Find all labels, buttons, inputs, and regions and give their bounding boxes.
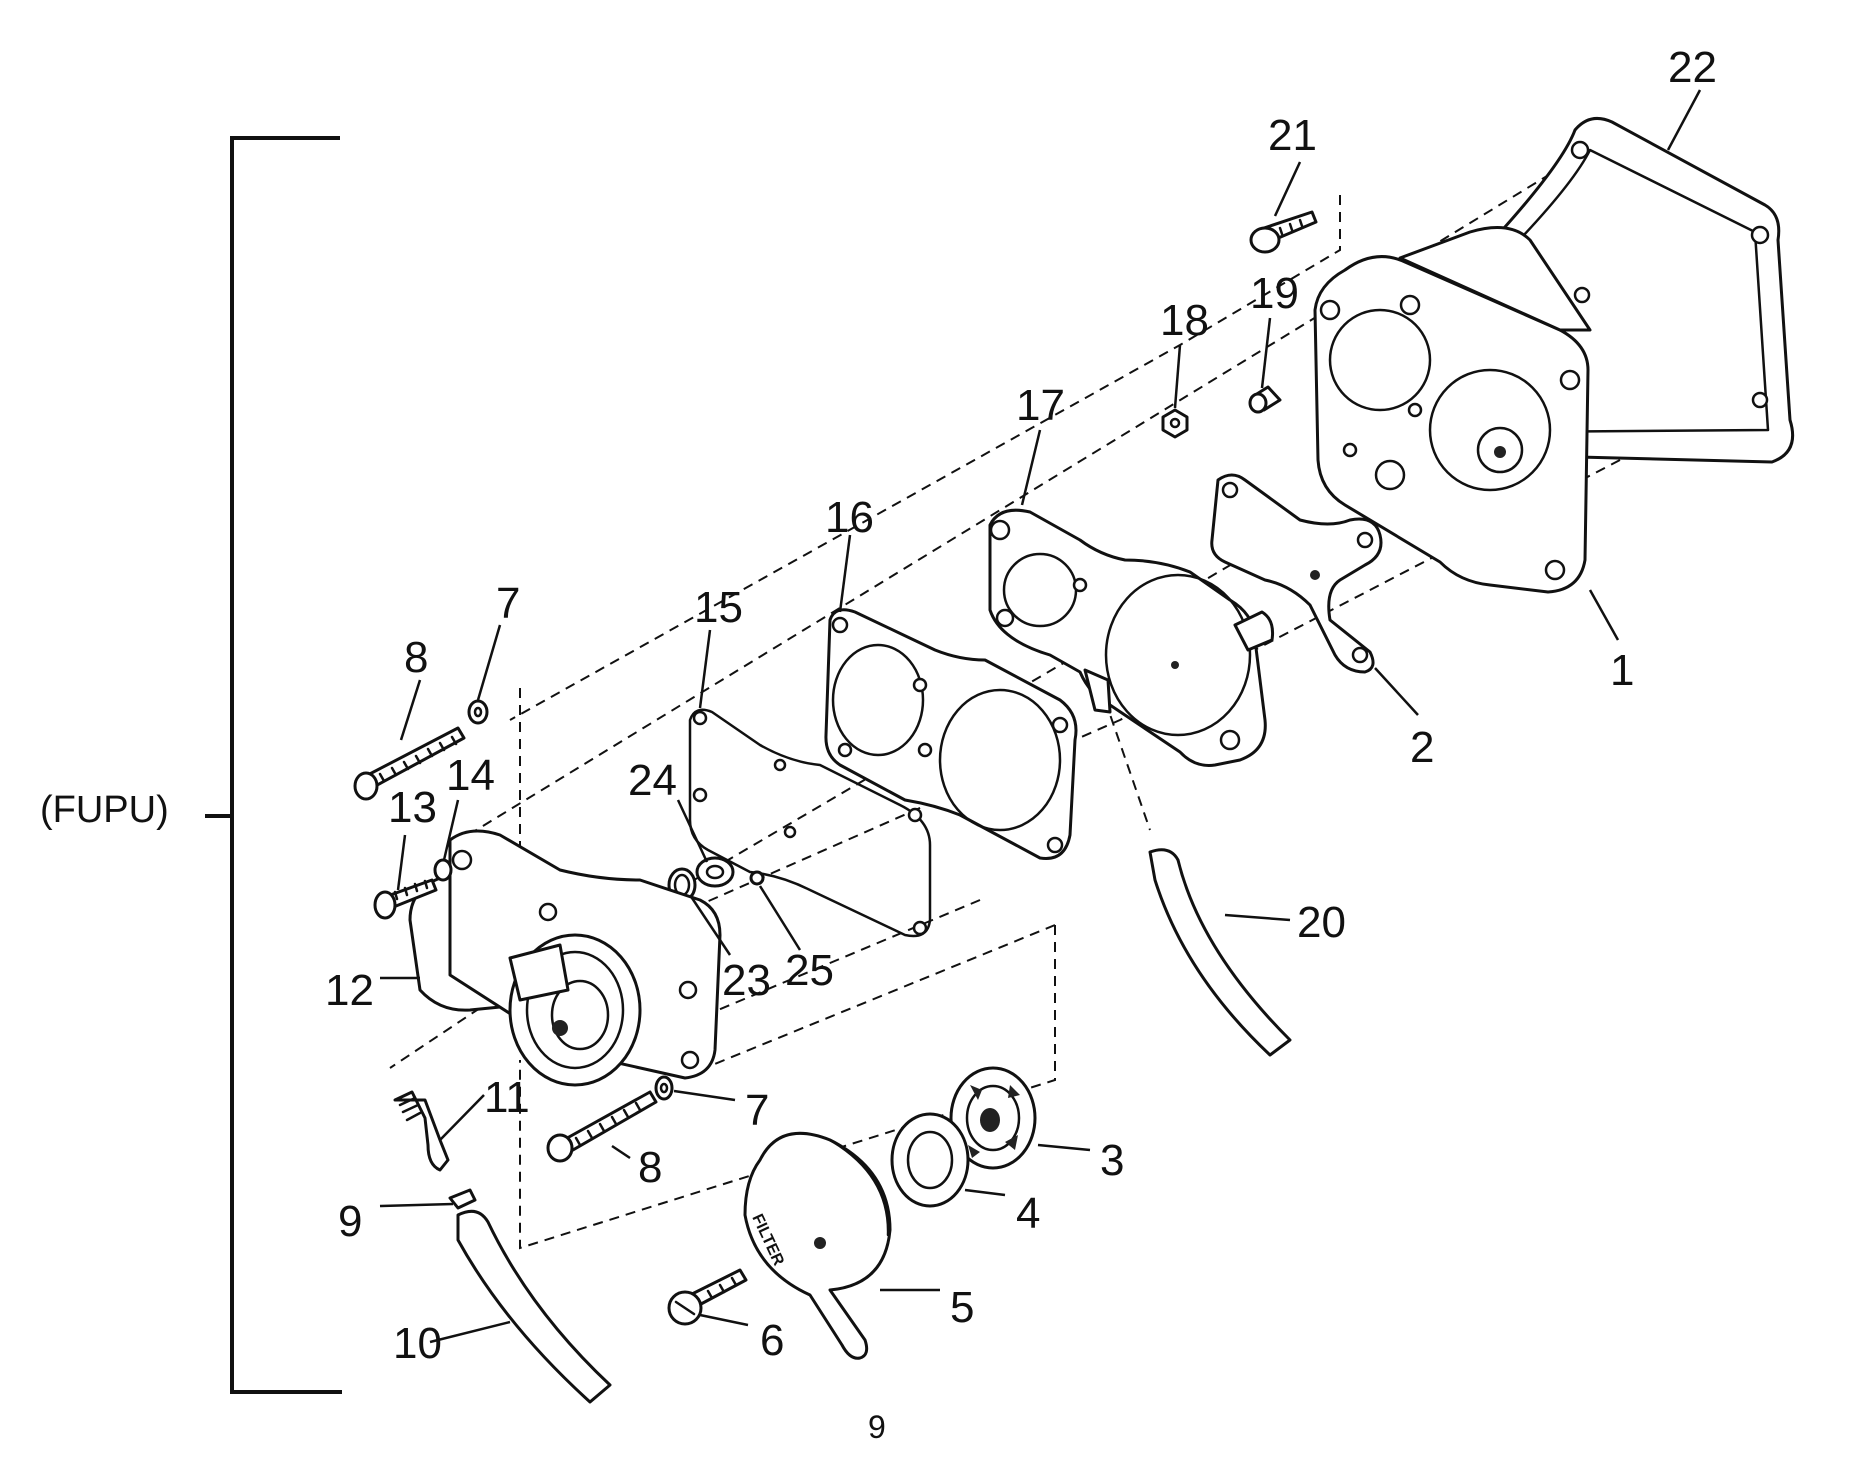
callout-11: 11: [484, 1073, 530, 1122]
callout-20: 20: [1297, 898, 1346, 947]
part-3-filter-screen: [949, 1066, 1037, 1170]
part-21-screw: [1249, 210, 1318, 254]
callout-2: 2: [1410, 723, 1434, 772]
part-24-check-valve: [695, 856, 735, 888]
assembly-bracket: (FUPU): [40, 136, 342, 1394]
part-12-cover-assembly: [408, 829, 722, 1087]
callout-7-upper: 7: [496, 579, 520, 628]
callout-17: 17: [1016, 381, 1065, 430]
callout-25: 25: [785, 946, 834, 995]
part-10-hose: [456, 1209, 612, 1404]
part-1-pump-body: [1313, 226, 1592, 594]
part-25-pin: [749, 870, 765, 886]
group-label: (FUPU): [40, 789, 169, 831]
part-8-screw-top: [353, 726, 466, 801]
part-15-gasket: [688, 708, 932, 938]
part-20-hose: [1148, 848, 1292, 1057]
callout-8-lower: 8: [638, 1143, 662, 1192]
part-11-fitting: [393, 1090, 450, 1172]
callout-18: 18: [1160, 296, 1209, 345]
part-13-screw: [373, 878, 438, 920]
callout-6: 6: [760, 1316, 784, 1365]
callout-21: 21: [1268, 111, 1317, 160]
callout-23: 23: [722, 956, 771, 1005]
part-9-clamp: [448, 1188, 477, 1210]
part-7-lock-washer-top: [467, 699, 489, 725]
page-number: 9: [868, 1409, 886, 1445]
callout-4: 4: [1016, 1189, 1040, 1238]
part-19-plug: [1248, 385, 1282, 414]
part-8-screw-bottom: [546, 1090, 658, 1163]
callout-16: 16: [825, 493, 874, 542]
callout-5: 5: [950, 1283, 974, 1332]
callout-14: 14: [446, 751, 495, 800]
callout-9: 9: [338, 1197, 362, 1246]
callout-19: 19: [1250, 269, 1299, 318]
part-4-filter-gasket: [890, 1112, 970, 1208]
part-6-filter-screw: [667, 1268, 748, 1326]
callout-10: 10: [393, 1319, 442, 1368]
part-5-filter-cover: FILTER: [743, 1131, 892, 1360]
callout-24: 24: [628, 756, 677, 805]
callout-7-lower: 7: [745, 1086, 769, 1135]
part-16-diaphragm-gasket: [824, 608, 1078, 861]
callout-labels: 1 2 3 4 5 6 7 7 8 8 9 10 11 12 13 14 15 …: [325, 43, 1717, 1368]
callout-8-upper: 8: [404, 633, 428, 682]
leader-lines: [379, 89, 1702, 1344]
callout-1: 1: [1610, 646, 1634, 695]
part-7-lock-washer-bottom: [654, 1075, 674, 1101]
part-14-washer: [433, 858, 453, 882]
part-18-nut: [1161, 408, 1189, 439]
part-2-plate: [1210, 473, 1383, 674]
callout-22: 22: [1668, 43, 1717, 92]
callout-3: 3: [1100, 1136, 1124, 1185]
callout-12: 12: [325, 966, 374, 1015]
part-17-diaphragm-housing: [988, 508, 1274, 767]
part-23-o-ring: [667, 867, 697, 903]
callout-13: 13: [388, 783, 437, 832]
callout-15: 15: [694, 583, 743, 632]
